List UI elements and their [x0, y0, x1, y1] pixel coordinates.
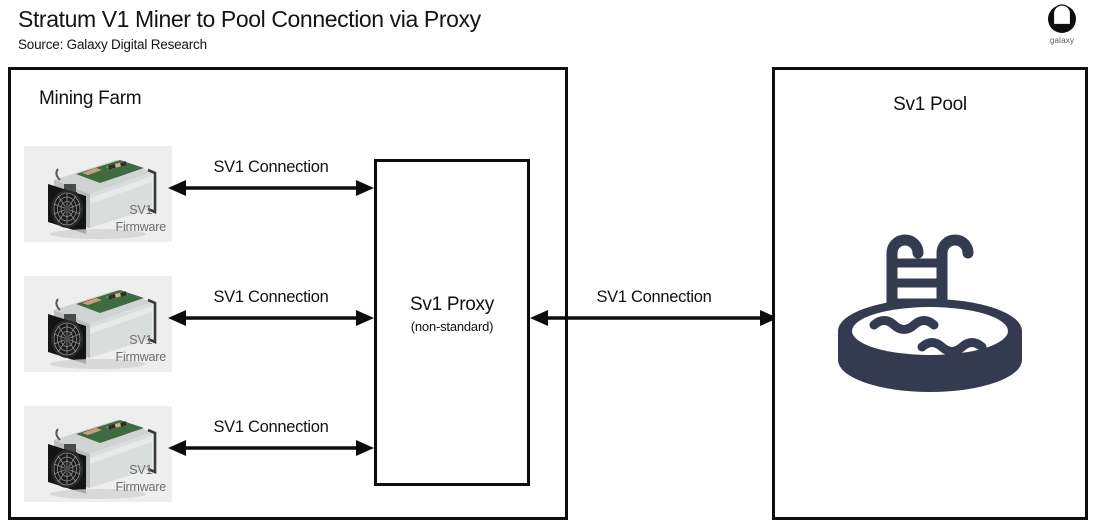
- sv1-proxy-box: Sv1 Proxy (non-standard): [374, 159, 530, 486]
- antminer-icon: [24, 276, 172, 372]
- miner-card: SV1 Firmware: [24, 276, 172, 372]
- sv1-proxy-title: Sv1 Proxy: [410, 294, 494, 315]
- galaxy-circle-icon: [1047, 4, 1077, 34]
- double-arrow-icon: [168, 180, 374, 196]
- page-title: Stratum V1 Miner to Pool Connection via …: [18, 6, 481, 32]
- miner-card: SV1 Firmware: [24, 146, 172, 242]
- source-label: Source: Galaxy Digital Research: [18, 37, 207, 52]
- galaxy-logo-label: galaxy: [1049, 36, 1075, 45]
- double-arrow-icon: [530, 310, 778, 326]
- connection-miner-2-to-proxy: SV1 Connection: [168, 418, 374, 458]
- sv1-proxy-text: Sv1 Proxy (non-standard): [377, 293, 527, 336]
- sv1-pool-title: Sv1 Pool: [893, 94, 967, 115]
- sv1-proxy-subtitle: (non-standard): [410, 319, 494, 334]
- double-arrow-icon: [168, 440, 374, 456]
- swimming-pool-icon: [830, 195, 1030, 410]
- connection-label: SV1 Connection: [213, 288, 329, 306]
- miner-card: SV1 Firmware: [24, 406, 172, 502]
- antminer-icon: [24, 146, 172, 242]
- connection-miner-1-to-proxy: SV1 Connection: [168, 288, 374, 328]
- mining-farm-title: Mining Farm: [39, 88, 142, 109]
- header: Stratum V1 Miner to Pool Connection via …: [18, 4, 918, 55]
- connection-miner-0-to-proxy: SV1 Connection: [168, 158, 374, 198]
- connection-proxy-to-pool: SV1 Connection: [530, 288, 778, 328]
- connection-label: SV1 Connection: [596, 288, 712, 306]
- connection-label: SV1 Connection: [213, 418, 329, 436]
- double-arrow-icon: [168, 310, 374, 326]
- sv1-pool-container: Sv1 Pool: [772, 67, 1088, 520]
- antminer-icon: [24, 406, 172, 502]
- galaxy-logo: galaxy: [1036, 4, 1088, 46]
- connection-label: SV1 Connection: [213, 158, 329, 176]
